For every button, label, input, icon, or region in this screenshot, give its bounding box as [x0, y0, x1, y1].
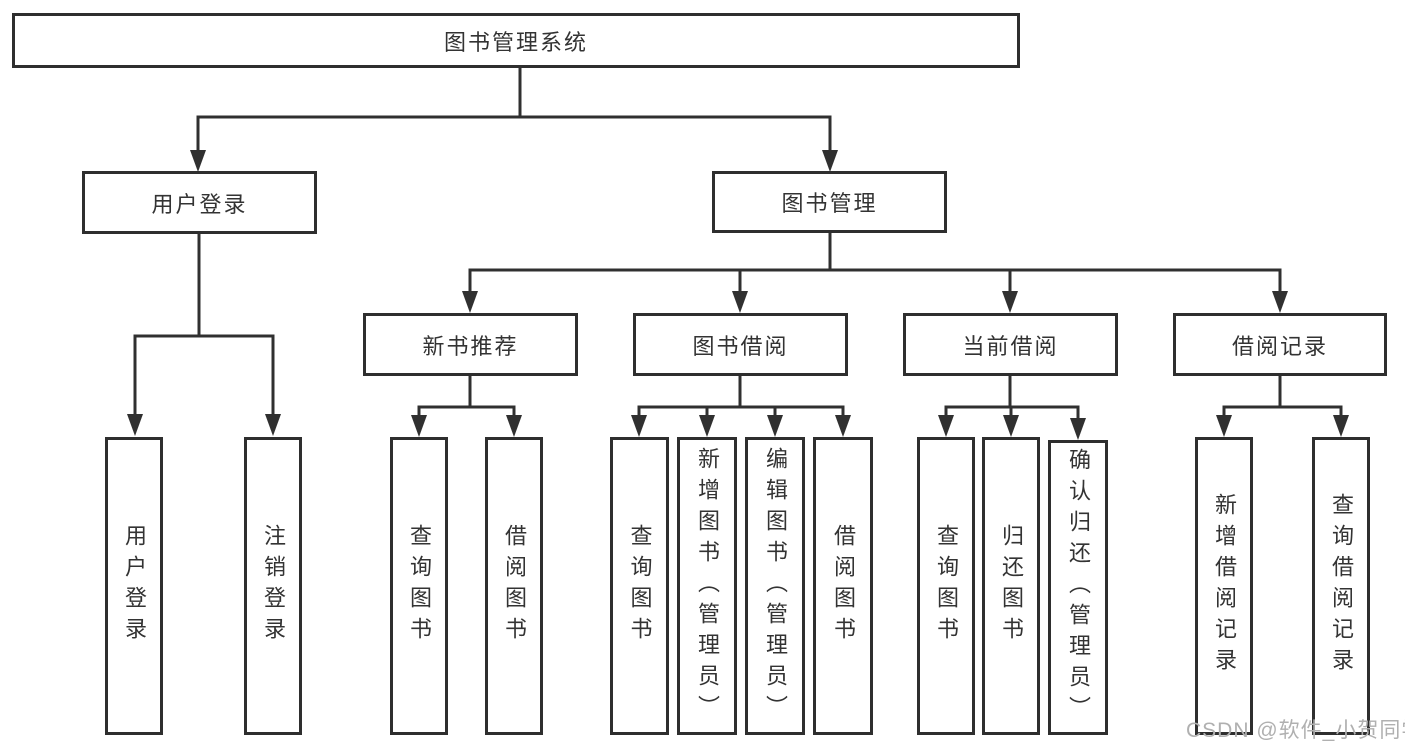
arrow-down-icon — [265, 414, 281, 436]
arrow-down-icon — [1070, 418, 1086, 440]
connector-root-to-level2 — [190, 68, 838, 172]
arrow-down-icon — [767, 415, 783, 437]
arrow-down-icon — [835, 415, 851, 437]
leaf-return-books: 归还图书 — [982, 437, 1040, 735]
arrow-down-icon — [506, 415, 522, 437]
csdn-watermark: CSDN @软件_小贺同学 — [1186, 719, 1405, 742]
arrow-down-icon — [462, 291, 478, 313]
arrow-down-icon — [938, 415, 954, 437]
node-current-borrow: 当前借阅 — [903, 313, 1118, 376]
leaf-logout: 注销登录 — [244, 437, 302, 735]
leaf-query-borrow-record: 查询借阅记录 — [1312, 437, 1370, 735]
arrow-down-icon — [1003, 415, 1019, 437]
leaf-add-book-admin: 新增图书（管理员） — [677, 437, 737, 735]
arrow-down-icon — [1333, 415, 1349, 437]
arrow-down-icon — [411, 415, 427, 437]
leaf-query-books-current: 查询图书 — [917, 437, 975, 735]
node-new-book-recommend: 新书推荐 — [363, 313, 578, 376]
leaf-confirm-return-admin: 确认归还（管理员） — [1048, 440, 1108, 735]
node-book-management: 图书管理 — [712, 171, 947, 233]
connector-new-book-recommend-to-leaves — [411, 376, 522, 437]
arrow-down-icon — [732, 291, 748, 313]
arrow-down-icon — [1272, 291, 1288, 313]
leaf-borrow-books-recommend: 借阅图书 — [485, 437, 543, 735]
arrow-down-icon — [822, 150, 838, 172]
leaf-query-books-recommend: 查询图书 — [390, 437, 448, 735]
arrow-down-icon — [699, 415, 715, 437]
connector-book-management-to-level3 — [462, 233, 1288, 313]
connector-user-login-to-leaves — [127, 234, 281, 436]
node-borrow-records: 借阅记录 — [1173, 313, 1387, 376]
leaf-borrow-books: 借阅图书 — [813, 437, 873, 735]
leaf-query-books-borrow: 查询图书 — [610, 437, 669, 735]
connector-book-borrow-to-leaves — [631, 376, 851, 437]
node-user-login: 用户登录 — [82, 171, 317, 234]
arrow-down-icon — [190, 150, 206, 172]
arrow-down-icon — [127, 414, 143, 436]
node-book-borrow: 图书借阅 — [633, 313, 848, 376]
connector-borrow-records-to-leaves — [1216, 376, 1349, 437]
arrow-down-icon — [1216, 415, 1232, 437]
leaf-edit-book-admin: 编辑图书（管理员） — [745, 437, 805, 735]
leaf-user-login: 用户登录 — [105, 437, 163, 735]
arrow-down-icon — [631, 415, 647, 437]
arrow-down-icon — [1002, 291, 1018, 313]
leaf-add-borrow-record: 新增借阅记录 — [1195, 437, 1253, 735]
connector-current-borrow-to-leaves — [938, 376, 1086, 440]
node-root-book-management-system: 图书管理系统 — [12, 13, 1020, 68]
